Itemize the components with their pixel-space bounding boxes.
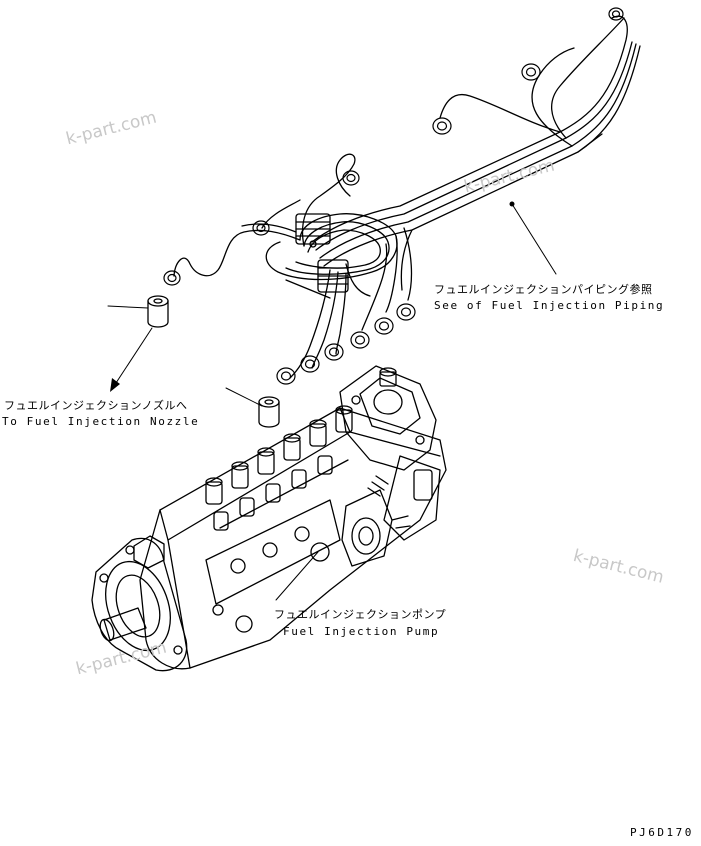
callout-nozzle-jp: フュエルインジェクションノズルへ xyxy=(4,399,188,412)
injection-pump-body xyxy=(91,365,447,672)
leader-lines xyxy=(107,203,557,601)
pipe-clamp-upper xyxy=(295,213,331,248)
callout-piping-en: See of Fuel Injection Piping xyxy=(434,299,665,312)
injection-pipe-bundle xyxy=(173,15,641,379)
leader-dot-piping xyxy=(509,201,515,207)
arrowhead-nozzle xyxy=(110,378,120,392)
pipe-end-fittings xyxy=(163,7,624,385)
delivery-valve-holders xyxy=(205,405,353,531)
callout-piping-jp: フュエルインジェクションパイピング参照 xyxy=(434,283,653,296)
callout-pump-jp: フュエルインジェクションポンプ xyxy=(274,608,447,621)
callout-nozzle-en: To Fuel Injection Nozzle xyxy=(2,415,200,428)
nozzle-seal-lower xyxy=(258,396,280,428)
callout-pump-en: Fuel Injection Pump xyxy=(283,625,440,638)
pipe-clamp-lower xyxy=(317,259,349,293)
drawing-code: PJ6D170 xyxy=(630,826,694,839)
nozzle-seal-upper xyxy=(147,295,169,328)
